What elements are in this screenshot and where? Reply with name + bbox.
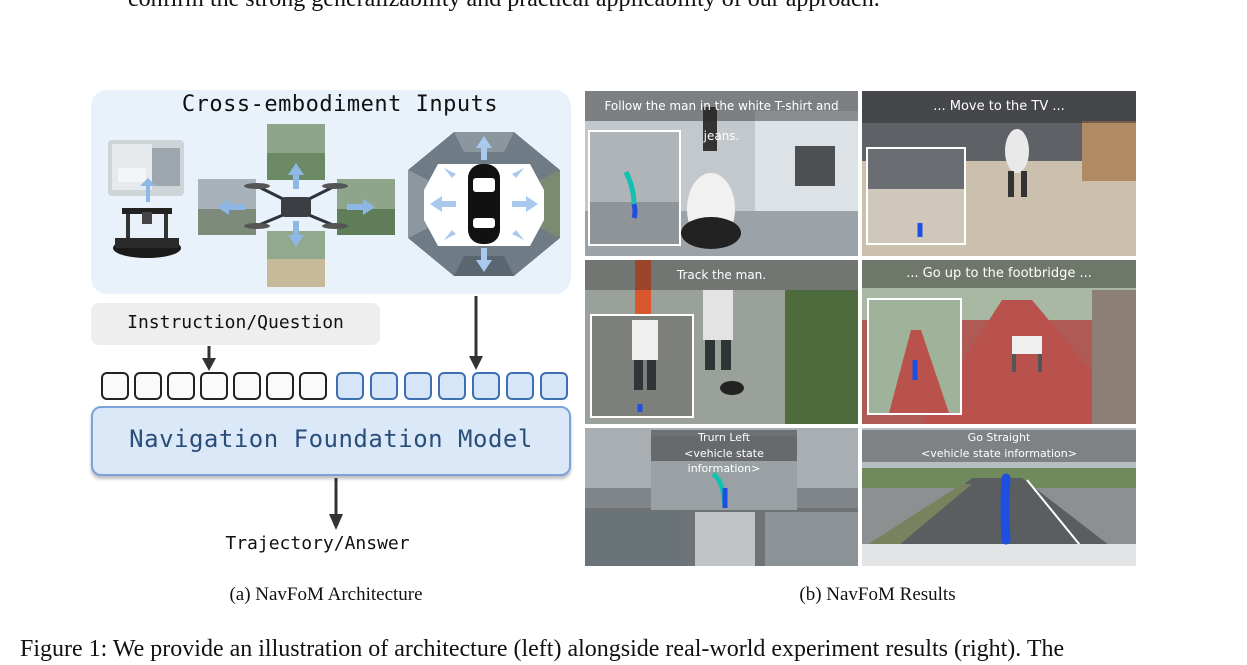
car-surround-view-illustration <box>404 130 564 278</box>
drone-illustration <box>197 123 397 287</box>
text-token <box>101 372 129 400</box>
output-arrow <box>326 478 346 532</box>
vision-token <box>370 372 398 400</box>
text-token <box>167 372 195 400</box>
vision-input-arrow <box>466 296 486 372</box>
tile-label: Follow the man in the white T-shirt and … <box>585 91 858 143</box>
vision-token <box>540 372 568 400</box>
vision-token <box>506 372 534 400</box>
tile-label: ... Move to the TV ... <box>862 91 1136 123</box>
result-tile-follow: Follow the man in the white T-shirt and … <box>585 91 858 256</box>
subcaption-architecture: (a) NavFoM Architecture <box>229 584 423 605</box>
navigation-foundation-model-label: Navigation Foundation Model <box>129 425 533 453</box>
first-person-inset <box>866 147 966 245</box>
result-tile-go-straight: Go Straight <vehicle state information> <box>862 428 1136 566</box>
tile-label: ... Go up to the footbridge ... <box>862 260 1136 288</box>
tile-sublabel: <vehicle state information> <box>651 446 797 475</box>
first-person-inset <box>588 130 681 246</box>
first-person-inset <box>590 314 694 418</box>
wheeled-robot-illustration <box>106 138 188 263</box>
result-tile-move-to-tv: ... Move to the TV ... <box>862 91 1136 256</box>
subcaption-results: (b) NavFoM Results <box>799 584 956 605</box>
text-token <box>134 372 162 400</box>
text-token <box>233 372 261 400</box>
result-tile-track: Track the man. <box>585 260 858 424</box>
tile-label: Track the man. <box>585 260 858 290</box>
inputs-title: Cross-embodiment Inputs <box>181 92 499 117</box>
instruction-question-box <box>91 303 380 345</box>
text-token <box>266 372 294 400</box>
result-tile-footbridge: ... Go up to the footbridge ... <box>862 260 1136 424</box>
vision-token <box>472 372 500 400</box>
first-person-inset <box>867 298 962 415</box>
text-token <box>200 372 228 400</box>
tile-sublabel: <vehicle state information> <box>862 446 1136 462</box>
result-tile-turn-left: Trurn Left <vehicle state information> <box>585 428 858 566</box>
vision-token <box>438 372 466 400</box>
vision-token <box>336 372 364 400</box>
tile-label: Go Straight <box>862 430 1136 446</box>
instruction-question-label: Instruction/Question <box>127 312 344 333</box>
body-text-line: confirm the strong generalizability and … <box>128 0 880 13</box>
trajectory-answer-label: Trajectory/Answer <box>225 533 410 554</box>
navigation-foundation-model-box <box>91 406 571 476</box>
tile-label: Trurn Left <box>651 430 797 446</box>
instruction-arrow <box>199 346 219 372</box>
vision-token <box>404 372 432 400</box>
text-token <box>299 372 327 400</box>
figure-caption: Figure 1: We provide an illustration of … <box>20 636 1065 662</box>
